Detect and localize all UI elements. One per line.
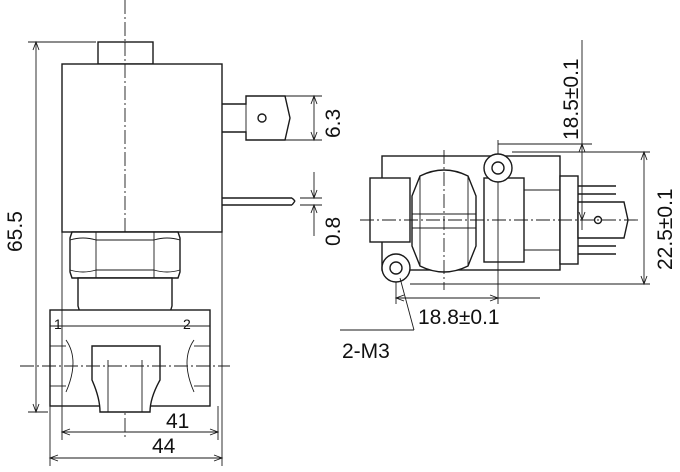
terminal-dimension: 6.3	[285, 94, 345, 142]
length-dimension-label: 18.5±0.1	[560, 58, 583, 140]
inner-width-label: 41	[166, 410, 189, 433]
mounting-callout-label: 2-M3	[342, 340, 390, 363]
pin-dimension-label: 0.8	[322, 217, 345, 246]
top-view: 18.5±0.1 22.5±0.1 18.8±0.1 2-M3	[340, 40, 677, 363]
hole-spacing-dimension: 18.8±0.1	[394, 182, 540, 329]
terminal-dimension-label: 6.3	[322, 109, 345, 138]
height-dimension-label: 65.5	[4, 211, 27, 252]
pin-dimension: 0.8	[300, 172, 345, 246]
port-2-label: 2	[183, 316, 191, 332]
height-dimension: 65.5	[4, 40, 96, 414]
mounting-hole-top	[483, 153, 513, 183]
pin	[222, 197, 296, 206]
top-height-label: 22.5±0.1	[654, 188, 677, 270]
mounting-callout: 2-M3	[340, 277, 415, 363]
hex-nut	[69, 231, 181, 279]
hole-spacing-label: 18.8±0.1	[418, 306, 500, 329]
inner-width-dimension: 41	[60, 232, 220, 440]
outer-width-dimension: 44	[48, 232, 224, 466]
length-dimension: 18.5±0.1	[497, 40, 592, 230]
coil-cap	[97, 41, 154, 65]
valve-body	[20, 309, 230, 413]
port-1-label: 1	[54, 316, 62, 332]
mounting-hole-bottom	[381, 253, 411, 283]
outer-width-label: 44	[152, 435, 176, 458]
spade-terminal	[222, 95, 291, 141]
coil-body	[61, 63, 223, 233]
top-height-dimension: 22.5±0.1	[410, 150, 677, 286]
side-view: 1 2 65.5 6.3 0.8	[4, 0, 345, 466]
